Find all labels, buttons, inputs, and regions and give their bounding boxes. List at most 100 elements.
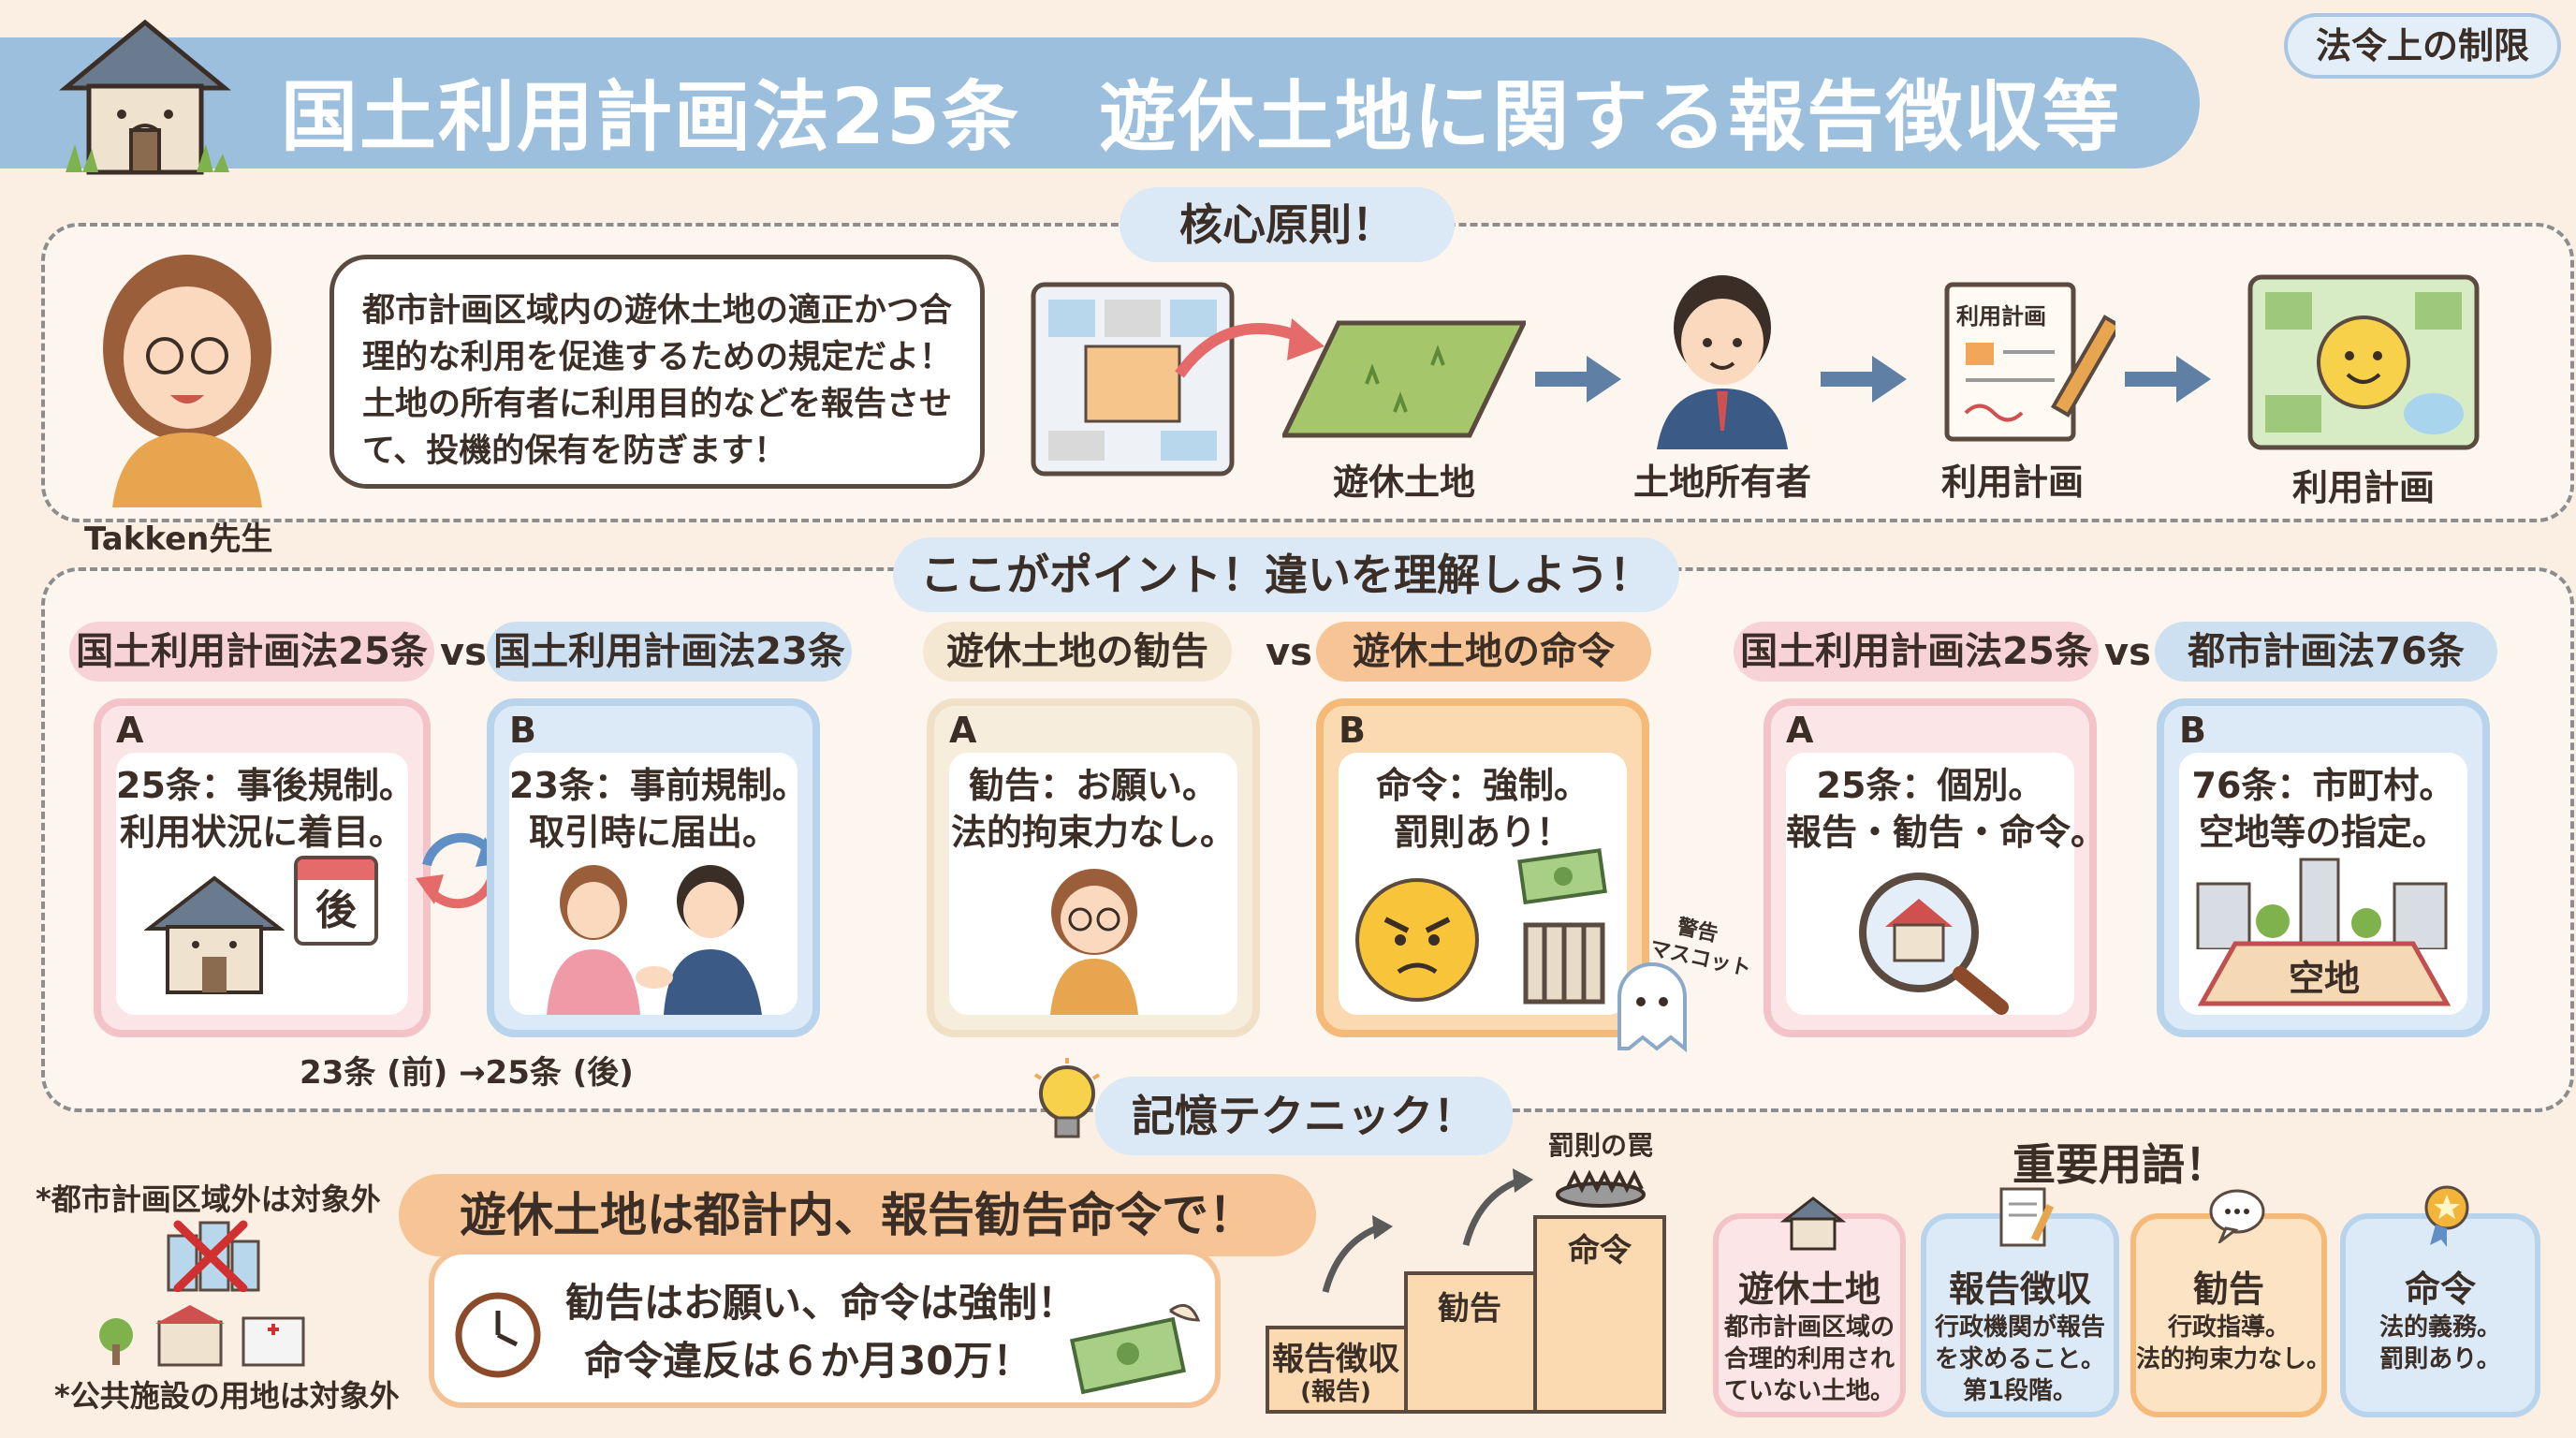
card-line: 利用状況に着目。 bbox=[119, 812, 404, 853]
magnifier-house-icon bbox=[1852, 865, 2020, 1015]
angry-face-icon bbox=[1352, 874, 1483, 1005]
compare-tag-a: 遊休土地の勧告 bbox=[923, 622, 1232, 682]
term-card: 報告徴収 行政機関が報告 を求めること。 第1段階。 bbox=[1921, 1187, 2119, 1417]
money-wings-icon bbox=[1067, 1292, 1208, 1395]
card-line: 罰則あり！ bbox=[1393, 812, 1572, 853]
term-desc: 法的義務。 bbox=[2378, 1313, 2501, 1342]
compare-caption: 23条 (前) →25条 (後) bbox=[300, 1054, 634, 1092]
memory-slogan: 遊休土地は都計内、報告勧告命令で！ bbox=[399, 1174, 1316, 1256]
stair-step-recommend bbox=[1404, 1271, 1535, 1414]
card-line: 勧告：お願い。 bbox=[968, 765, 1218, 806]
card-line: 23条：事前規制。 bbox=[509, 765, 808, 806]
card-letter: B bbox=[1339, 710, 1366, 751]
idle-land-icon bbox=[1281, 318, 1528, 440]
arrow-right-icon bbox=[1821, 351, 1910, 407]
vs-label: vs bbox=[2104, 631, 2151, 674]
plan-document-icon bbox=[1938, 277, 2123, 446]
vs-label: vs bbox=[1266, 631, 1312, 674]
up-arrow-icon bbox=[1320, 1213, 1395, 1298]
bubble-line: 理的な利用を促進するための規定だよ！ bbox=[362, 339, 953, 376]
memory-line: 勧告はお願い、命令は強制！ bbox=[565, 1280, 1077, 1326]
note-public-facility: *公共施設の用地は対象外 bbox=[54, 1378, 400, 1414]
plan-document-label: 利用計画 bbox=[1956, 303, 2046, 330]
page-title: 国土利用計画法25条 遊休土地に関する報告徴収等 bbox=[281, 73, 2122, 162]
speech-bubble: 都市計画区域内の遊休土地の適正かつ合 理的な利用を促進するための規定だよ！ 土地… bbox=[329, 255, 985, 489]
term-title: 勧告 bbox=[2192, 1269, 2264, 1310]
city-map-icon bbox=[1030, 281, 1236, 477]
card-inner: 23条：事前規制。 取引時に届出。 bbox=[509, 753, 808, 1015]
flow-label-landowner: 土地所有者 bbox=[1632, 462, 1811, 503]
card-letter: A bbox=[116, 710, 144, 751]
card-b: B 76条：市町村。 空地等の指定。 空地 bbox=[2157, 698, 2490, 1037]
card-b: B 命令：強制。 罰則あり！ bbox=[1316, 698, 1649, 1037]
arrow-right-icon bbox=[1535, 351, 1624, 407]
handshake-icon bbox=[528, 856, 781, 1015]
landowner-icon bbox=[1638, 271, 1807, 449]
compare-tag-a: 国土利用計画法25条 bbox=[69, 622, 434, 682]
stair-label-recommend: 勧告 bbox=[1438, 1290, 1501, 1328]
flow-label-idle-land: 遊休土地 bbox=[1332, 462, 1475, 503]
card-line: 命令：強制。 bbox=[1375, 765, 1589, 806]
card-a: A 25条：個別。 報告・勧告・命令。 bbox=[1764, 698, 2107, 1037]
medal-icon bbox=[2421, 1181, 2473, 1247]
no-city-icon bbox=[159, 1217, 262, 1293]
vacant-lot-label: 空地 bbox=[2288, 958, 2360, 999]
money-icon bbox=[1516, 846, 1610, 912]
card-a: A 25条：事後規制。 利用状況に着目。 後 bbox=[94, 698, 431, 1037]
card-letter: A bbox=[1786, 710, 1814, 751]
term-desc: を求めること。 bbox=[1934, 1345, 2105, 1373]
card-inner: 25条：個別。 報告・勧告・命令。 bbox=[1786, 753, 2107, 1015]
vacant-lot: 空地 bbox=[2198, 940, 2451, 1007]
stair-step-order bbox=[1533, 1215, 1666, 1414]
card-line: 空地等の指定。 bbox=[2198, 812, 2448, 853]
card-a: A 勧告：お願い。 法的拘束力なし。 bbox=[927, 698, 1260, 1037]
card-inner: 76条：市町村。 空地等の指定。 空地 bbox=[2179, 753, 2467, 1015]
terms-heading: 重要用語！ bbox=[2012, 1139, 2228, 1190]
note-outside-area: *都市計画区域外は対象外 bbox=[36, 1181, 381, 1217]
flow-label-plan-result: 利用計画 bbox=[2291, 467, 2435, 508]
term-desc: 法的拘束力なし。 bbox=[2136, 1345, 2332, 1373]
teacher-avatar bbox=[75, 245, 300, 507]
card-inner: 勧告：お願い。 法的拘束力なし。 bbox=[949, 753, 1237, 1015]
term-title: 報告徴収 bbox=[1948, 1269, 2091, 1310]
compare-tag-a: 国土利用計画法25条 bbox=[1734, 622, 2099, 682]
term-card: 勧告 行政指導。 法的拘束力なし。 bbox=[2130, 1189, 2332, 1417]
key-points-heading: ここがポイント！違いを理解しよう！ bbox=[893, 537, 1679, 612]
memory-line: 命令違反は６か月30万！ bbox=[584, 1338, 1032, 1384]
teacher-name: Takken先生 bbox=[84, 521, 273, 558]
term-desc: 行政指導。 bbox=[2167, 1313, 2290, 1342]
card-inner: 命令：強制。 罰則あり！ bbox=[1339, 753, 1627, 1015]
calendar-icon: 後 bbox=[294, 856, 378, 946]
trap-icon bbox=[1554, 1161, 1647, 1208]
stair-label-report-sub: (報告) bbox=[1300, 1378, 1371, 1406]
arrow-right-icon bbox=[2125, 351, 2214, 407]
clock-icon bbox=[453, 1290, 543, 1380]
house-icon bbox=[1779, 1195, 1847, 1251]
term-desc: 行政機関が報告 bbox=[1934, 1313, 2105, 1342]
compare-tag-b: 遊休土地の命令 bbox=[1316, 622, 1651, 682]
house-mascot-icon bbox=[47, 13, 243, 191]
card-line: 報告・勧告・命令。 bbox=[1786, 812, 2107, 853]
flow-label-plan: 利用計画 bbox=[1940, 462, 2084, 503]
stair-label-order: 命令 bbox=[1568, 1232, 1632, 1269]
card-inner: 25条：事後規制。 利用状況に着目。 後 bbox=[116, 753, 415, 1015]
buildings-icon bbox=[2188, 856, 2460, 951]
public-facility-icon bbox=[94, 1301, 318, 1367]
card-line: 法的拘束力なし。 bbox=[950, 812, 1236, 853]
vs-label: vs bbox=[440, 631, 487, 674]
bubble-line: て、投機的保有を防ぎます！ bbox=[362, 433, 787, 470]
card-letter: A bbox=[949, 710, 977, 751]
memory-box: 勧告はお願い、命令は強制！ 命令違反は６か月30万！ bbox=[429, 1249, 1221, 1408]
bubble-line: 土地の所有者に利用目的などを報告させ bbox=[362, 386, 953, 423]
term-desc: 罰則あり。 bbox=[2379, 1345, 2501, 1373]
card-line: 25条：事後規制。 bbox=[116, 765, 415, 806]
red-arrow-icon bbox=[1170, 290, 1329, 393]
document-icon bbox=[1996, 1185, 2056, 1251]
compare-tag-b: 国土利用計画法23条 bbox=[487, 622, 852, 682]
term-desc: 合理的利用され bbox=[1723, 1345, 1895, 1373]
term-title: 命令 bbox=[2404, 1269, 2476, 1310]
jail-icon bbox=[1522, 921, 1606, 1005]
term-desc: 都市計画区域の bbox=[1723, 1313, 1895, 1342]
up-arrow-icon bbox=[1460, 1167, 1535, 1251]
bowing-woman-icon bbox=[1033, 865, 1155, 1015]
